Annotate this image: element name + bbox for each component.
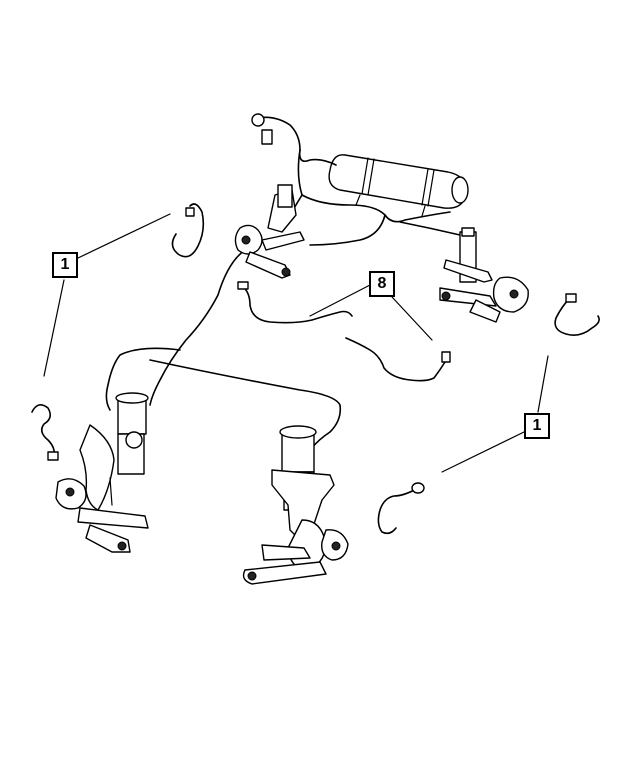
rear-right-strut-assembly (439, 227, 529, 323)
air-reservoir-tank (328, 154, 469, 217)
rear-left-strut-assembly (55, 392, 149, 553)
callout-1-right: 1 (524, 413, 550, 439)
main-wiring-harness (105, 113, 461, 449)
front-right-strut-assembly (234, 184, 305, 279)
sensor-lead-upper-left (171, 203, 205, 258)
leader-lines (43, 213, 549, 473)
front-left-strut-assembly (242, 425, 349, 585)
sensor-lead-lower-left (31, 404, 59, 461)
sensor-lead-right (554, 293, 600, 336)
callout-1-left: 1 (52, 252, 78, 278)
callout-8-center: 8 (369, 271, 395, 297)
height-sensor-lead-lower (345, 337, 451, 382)
sensor-lead-center-right (377, 482, 425, 535)
height-sensor-lead-upper (237, 281, 353, 324)
